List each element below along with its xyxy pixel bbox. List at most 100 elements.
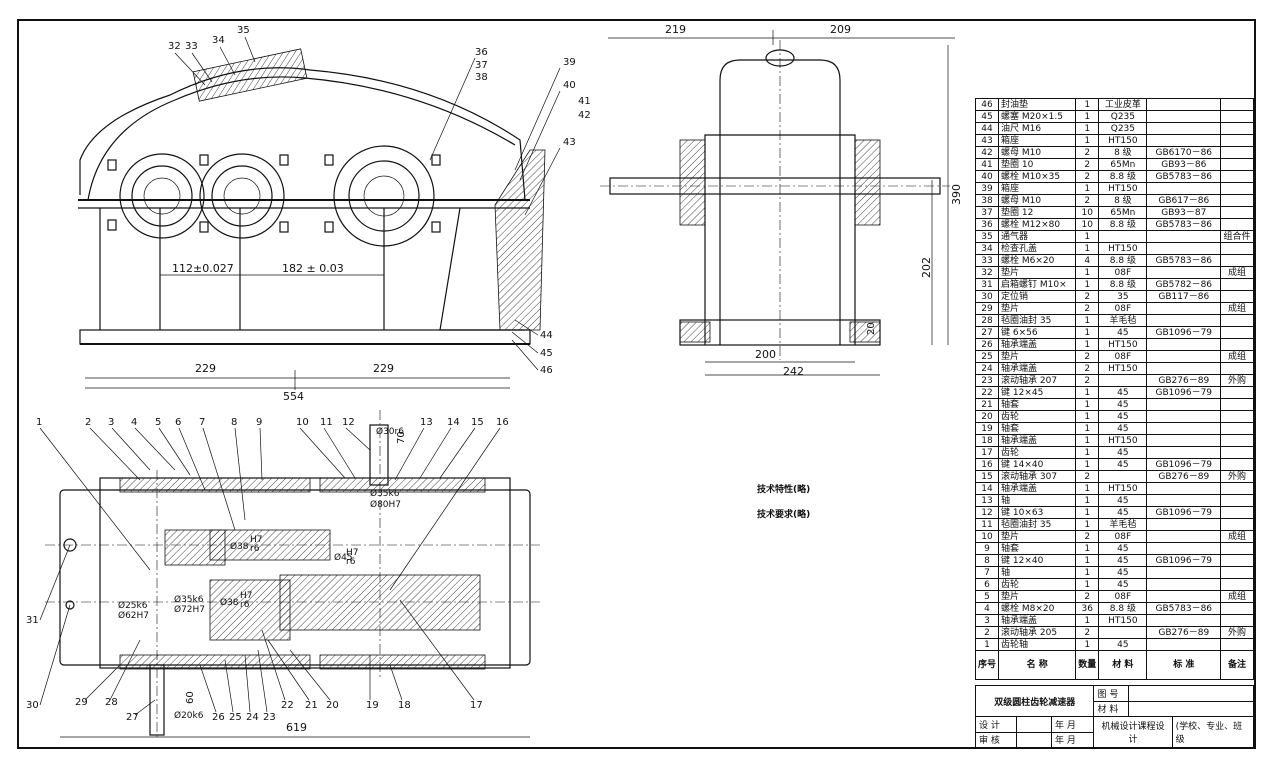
callout-32: 32 xyxy=(168,41,181,52)
part-name: 毡圈油封 35 xyxy=(998,314,1077,327)
part-standard xyxy=(1146,350,1222,363)
bearing-cap-2 xyxy=(199,153,285,239)
part-material: 工业皮革 xyxy=(1098,98,1148,111)
part-material: 45 xyxy=(1098,566,1148,579)
part-remark: 外购 xyxy=(1220,626,1254,639)
part-qty: 1 xyxy=(1075,494,1100,507)
part-no: 21 xyxy=(974,398,1000,411)
part-no: 35 xyxy=(974,230,1000,243)
part-name: 轴套 xyxy=(998,422,1077,435)
review-date: 年 月 xyxy=(1050,731,1095,748)
part-standard xyxy=(1146,410,1222,423)
part-standard: GB276－89 xyxy=(1146,626,1222,639)
part-remark xyxy=(1220,242,1254,255)
part-name: 键 14×40 xyxy=(998,458,1077,471)
part-standard xyxy=(1146,98,1222,111)
drawing-no-value xyxy=(1128,685,1254,702)
callout-39: 39 xyxy=(563,57,576,68)
part-standard: GB1096－79 xyxy=(1146,554,1222,567)
dim-60: 60 xyxy=(185,691,196,704)
part-name: 螺塞 M20×1.5 xyxy=(998,110,1077,123)
part-standard: GB93－87 xyxy=(1146,206,1222,219)
part-no: 5 xyxy=(974,590,1000,603)
part-name: 滚动轴承 205 xyxy=(998,626,1077,639)
part-qty: 1 xyxy=(1075,422,1100,435)
part-qty: 2 xyxy=(1075,590,1100,603)
part-name: 垫圈 10 xyxy=(998,158,1077,171)
callout-11: 11 xyxy=(320,417,333,428)
part-standard xyxy=(1146,578,1222,591)
part-remark xyxy=(1220,386,1254,399)
callout-8: 8 xyxy=(231,417,237,428)
part-standard xyxy=(1146,530,1222,543)
part-qty: 1 xyxy=(1075,182,1100,195)
part-qty: 1 xyxy=(1075,506,1100,519)
part-material: HT150 xyxy=(1098,362,1148,375)
part-qty: 1 xyxy=(1075,314,1100,327)
part-standard: GB1096－79 xyxy=(1146,326,1222,339)
part-qty: 1 xyxy=(1075,398,1100,411)
part-standard xyxy=(1146,422,1222,435)
dim-390: 390 xyxy=(950,184,963,205)
callout-2: 2 xyxy=(85,417,91,428)
callout-19: 19 xyxy=(366,700,379,711)
part-standard xyxy=(1146,302,1222,315)
part-name: 螺母 M10 xyxy=(998,146,1077,159)
callout-10: 10 xyxy=(296,417,309,428)
part-standard xyxy=(1146,446,1222,459)
part-remark xyxy=(1220,542,1254,555)
part-qty: 1 xyxy=(1075,554,1100,567)
part-remark xyxy=(1220,398,1254,411)
part-qty: 2 xyxy=(1075,290,1100,303)
part-standard xyxy=(1146,362,1222,375)
part-remark xyxy=(1220,290,1254,303)
part-no: 19 xyxy=(974,422,1000,435)
part-standard: GB5783－86 xyxy=(1146,170,1222,183)
part-name: 键 12×45 xyxy=(998,386,1077,399)
part-remark xyxy=(1220,314,1254,327)
part-name: 毡圈油封 35 xyxy=(998,518,1077,531)
callout-41: 41 xyxy=(578,96,591,107)
part-name: 垫片 xyxy=(998,590,1077,603)
part-no: 12 xyxy=(974,506,1000,519)
fit-45: Ø45 xyxy=(334,552,353,563)
part-qty: 1 xyxy=(1075,578,1100,591)
callout-4: 4 xyxy=(131,417,137,428)
part-remark xyxy=(1220,338,1254,351)
material-label: 材 料 xyxy=(1093,700,1130,717)
part-qty: 1 xyxy=(1075,410,1100,423)
part-standard xyxy=(1146,230,1222,243)
part-remark: 组合件 xyxy=(1220,230,1254,243)
dim-554: 554 xyxy=(283,390,304,403)
callout-33: 33 xyxy=(185,41,198,52)
dim-202: 202 xyxy=(920,257,933,278)
part-material: 8.8 级 xyxy=(1098,170,1148,183)
fit-r6-c: r6 xyxy=(240,600,250,610)
part-no: 36 xyxy=(974,218,1000,231)
design-label: 设 计 xyxy=(975,716,1017,733)
parts-header-cell: 数量 xyxy=(1075,650,1100,680)
fit-38-b: Ø38 xyxy=(220,597,239,608)
part-name: 轴套 xyxy=(998,398,1077,411)
part-qty: 1 xyxy=(1075,386,1100,399)
part-name: 齿轮 xyxy=(998,578,1077,591)
callout-43: 43 xyxy=(563,137,576,148)
part-no: 30 xyxy=(974,290,1000,303)
part-material: 45 xyxy=(1098,386,1148,399)
school-info: (学校、专业、班级 xyxy=(1171,716,1255,748)
callout-20: 20 xyxy=(326,700,339,711)
plan-section-view xyxy=(45,410,540,740)
part-standard xyxy=(1146,134,1222,147)
